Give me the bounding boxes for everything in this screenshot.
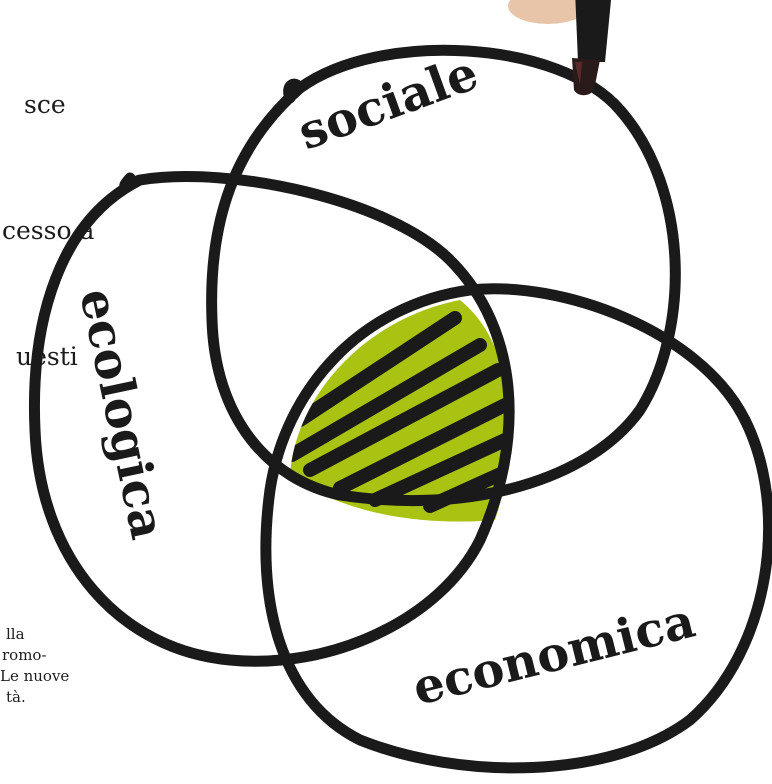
label-sociale: sociale bbox=[291, 45, 485, 161]
hatch-stroke bbox=[293, 311, 462, 427]
intro-line: uesti bbox=[16, 342, 78, 371]
caption-line: tà. bbox=[6, 688, 26, 706]
intro-line: sce bbox=[24, 90, 66, 119]
caption-line: Le nuove bbox=[0, 667, 70, 685]
marker-body bbox=[575, 0, 612, 62]
economic-circle bbox=[260, 283, 772, 774]
intro-text-fragment: sce cesso a uesti bbox=[0, 0, 94, 420]
caption-line: lla bbox=[6, 625, 25, 643]
hand-shape bbox=[508, 0, 588, 24]
caption-line: romo- bbox=[2, 646, 47, 664]
marker-tip-highlight bbox=[575, 62, 582, 85]
ecological-circle bbox=[28, 171, 515, 667]
caption-fragment: lla romo- Le nuove tà. bbox=[0, 624, 69, 708]
hatch-stroke bbox=[333, 398, 511, 495]
hatch-stroke bbox=[368, 433, 511, 507]
marker-pen bbox=[508, 0, 612, 96]
hatch-stroke bbox=[290, 338, 487, 462]
hatch-stroke bbox=[303, 363, 505, 477]
intersection-highlight bbox=[290, 300, 511, 522]
label-economica: economica bbox=[407, 593, 700, 717]
label-ecologica: ecologica bbox=[68, 284, 176, 544]
